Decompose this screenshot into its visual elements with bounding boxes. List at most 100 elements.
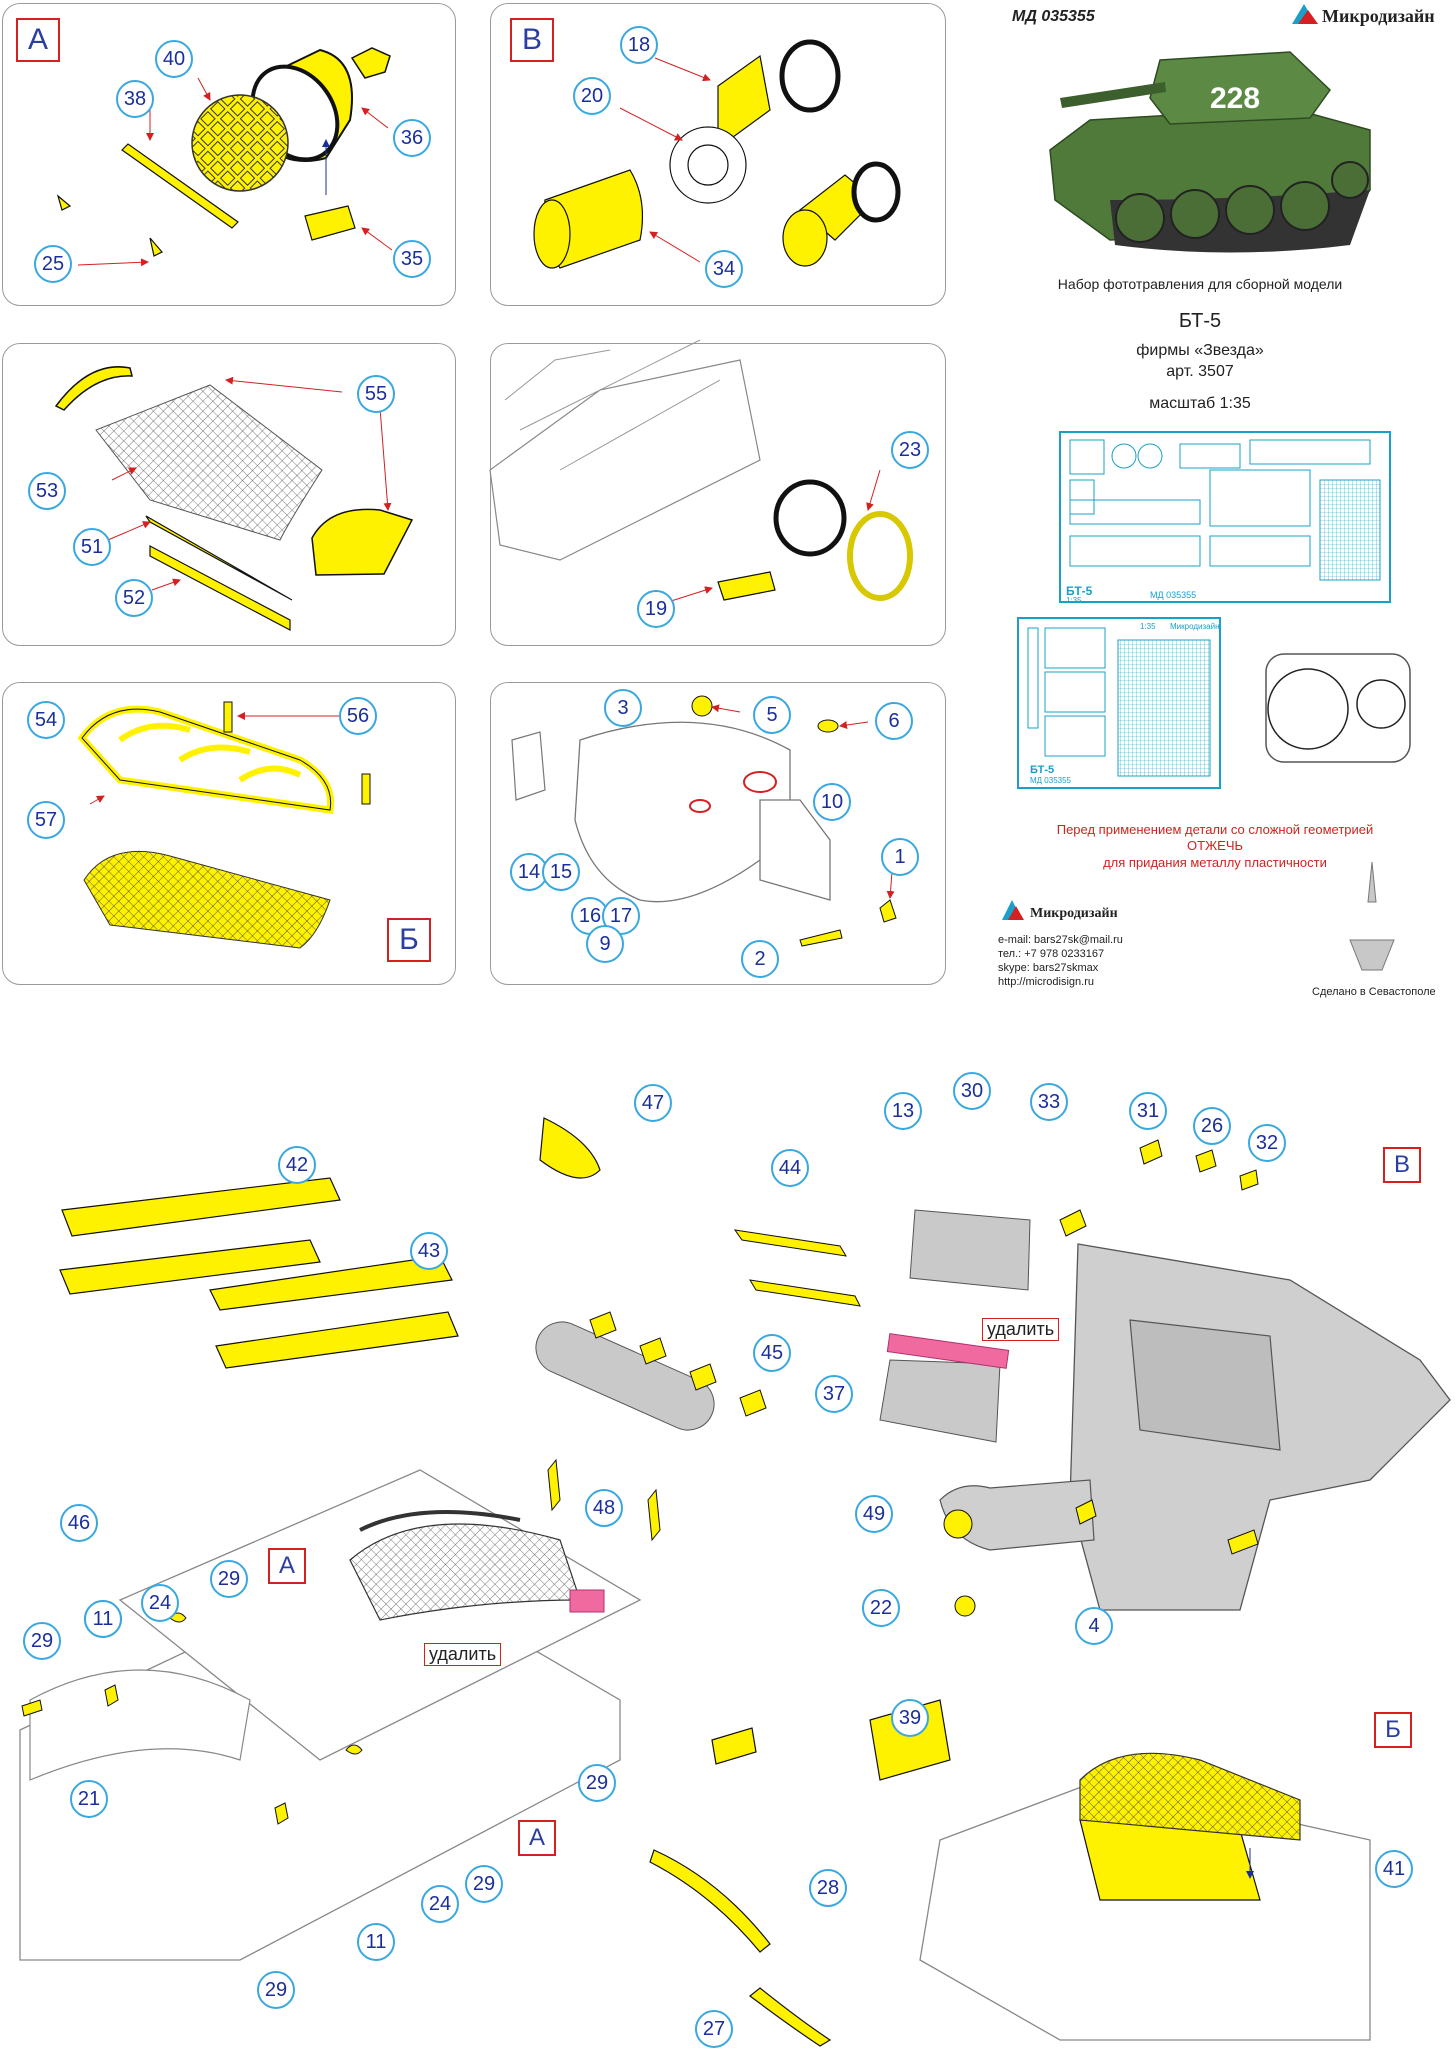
brand-name: Микродизайн — [1322, 6, 1435, 26]
callout-19: 19 — [637, 590, 675, 628]
kit-subtitle: Набор фототравления для сборной модели — [1057, 276, 1343, 292]
callout-29-4: 29 — [465, 1865, 503, 1903]
callout-56: 56 — [339, 697, 377, 735]
callout-44: 44 — [771, 1149, 809, 1187]
remove-label-lower: удалить — [424, 1643, 502, 1666]
callout-1: 1 — [881, 838, 919, 876]
callout-34: 34 — [705, 250, 743, 288]
contacts-site: http://microdisign.ru — [998, 976, 1094, 988]
callout-35: 35 — [393, 240, 431, 278]
remove-label-upper: удалить — [982, 1318, 1060, 1341]
panel-v-parts — [533, 39, 901, 269]
label-a-deck-2: А — [518, 1820, 556, 1856]
callout-45: 45 — [753, 1334, 791, 1372]
callout-28: 28 — [809, 1869, 847, 1907]
panel-letter-v: В — [510, 18, 554, 62]
callout-53: 53 — [28, 472, 66, 510]
brand-logo-shapes — [1002, 4, 1395, 971]
callout-41: 41 — [1375, 1850, 1413, 1888]
callout-29-2: 29 — [23, 1622, 61, 1660]
svg-text:228: 228 — [1210, 82, 1260, 115]
callout-49: 49 — [855, 1495, 893, 1533]
callout-48: 48 — [585, 1489, 623, 1527]
model-article: арт. 3507 — [1166, 363, 1234, 380]
rear-deck-parts — [19, 1117, 1031, 2047]
callout-6: 6 — [875, 702, 913, 740]
panel-letter-b: Б — [387, 918, 431, 962]
fret-small-brand: Микродизайн — [1170, 622, 1220, 631]
callout-29: 29 — [210, 1560, 248, 1598]
callout-13: 13 — [884, 1092, 922, 1130]
fret-label-code: МД 035355 — [1150, 590, 1197, 600]
fret-illustration — [1017, 431, 1411, 789]
panel-a-parts — [56, 47, 393, 267]
callout-15: 15 — [542, 853, 580, 891]
callout-21: 21 — [70, 1780, 108, 1818]
callout-29-3: 29 — [578, 1764, 616, 1802]
callout-30: 30 — [953, 1072, 991, 1110]
hull-section-v — [939, 1139, 1451, 1617]
callout-40: 40 — [155, 40, 193, 78]
callout-31: 31 — [1129, 1092, 1167, 1130]
callout-14: 14 — [510, 853, 548, 891]
callout-32: 32 — [1248, 1124, 1286, 1162]
tank-illustration: 228 — [1049, 51, 1371, 253]
callout-20: 20 — [573, 77, 611, 115]
model-name: БТ-5 — [1178, 310, 1222, 332]
fret-label-model: БТ-5 — [1066, 584, 1093, 598]
callout-27: 27 — [695, 2010, 733, 2048]
callout-10: 10 — [813, 783, 851, 821]
kit-code: МД 035355 — [1012, 8, 1095, 25]
callout-3: 3 — [604, 689, 642, 727]
callout-26: 26 — [1193, 1107, 1231, 1145]
panel-letter-a: А — [16, 18, 60, 62]
fret-small-scale: 1:35 — [1140, 622, 1156, 631]
callout-38: 38 — [116, 80, 154, 118]
callout-2: 2 — [741, 940, 779, 978]
grille-exploded-parts — [54, 366, 414, 631]
callout-51: 51 — [73, 528, 111, 566]
label-a-deck-1: А — [268, 1548, 306, 1584]
model-scale: масштаб 1:35 — [1149, 395, 1251, 412]
turret-panel-parts — [511, 695, 897, 947]
callout-39: 39 — [891, 1699, 929, 1737]
callout-5: 5 — [753, 696, 791, 734]
fret-small-label: БТ-5 — [1030, 764, 1055, 776]
contacts-email: e-mail: bars27sk@mail.ru — [998, 934, 1123, 946]
callout-9: 9 — [586, 925, 624, 963]
callout-55: 55 — [357, 375, 395, 413]
callout-23: 23 — [891, 431, 929, 469]
label-v-hull: В — [1383, 1147, 1421, 1183]
warning-line-2: ОТЖЕЧЬ — [1186, 838, 1244, 853]
callout-46: 46 — [60, 1504, 98, 1542]
warning-line-3: для придания металлу пластичности — [1103, 855, 1327, 870]
contacts-brand: Микродизайн — [1030, 906, 1118, 921]
callout-25: 25 — [34, 245, 72, 283]
label-b-hull: Б — [1374, 1712, 1412, 1748]
callout-4: 4 — [1075, 1607, 1113, 1645]
callout-33: 33 — [1030, 1083, 1068, 1121]
fret-label-scale: 1:35 — [1066, 596, 1082, 605]
callout-36: 36 — [393, 119, 431, 157]
callout-57: 57 — [27, 801, 65, 839]
callout-37: 37 — [815, 1375, 853, 1413]
callout-22: 22 — [862, 1589, 900, 1627]
callout-52: 52 — [115, 579, 153, 617]
fret-small-code: МД 035355 — [1030, 776, 1071, 785]
panel-b-parts — [77, 701, 371, 949]
callout-11-8: 11 — [84, 1600, 122, 1638]
callout-24-6: 24 — [421, 1885, 459, 1923]
contacts-skype: skype: bars27skmax — [998, 962, 1099, 974]
callout-24: 24 — [141, 1584, 179, 1622]
callout-47: 47 — [634, 1084, 672, 1122]
hull-section-b — [919, 1752, 1371, 2041]
contacts-phone: тел.: +7 978 0233167 — [998, 948, 1105, 960]
callout-42: 42 — [278, 1146, 316, 1184]
callout-54: 54 — [27, 701, 65, 739]
callout-29-5: 29 — [257, 1971, 295, 2009]
warning-line-1: Перед применением детали со сложной геом… — [1056, 822, 1374, 837]
callout-11-7: 11 — [357, 1923, 395, 1961]
model-maker: фирмы «Звезда» — [1136, 342, 1264, 359]
made-in-label: Сделано в Севастополе — [1312, 986, 1436, 998]
